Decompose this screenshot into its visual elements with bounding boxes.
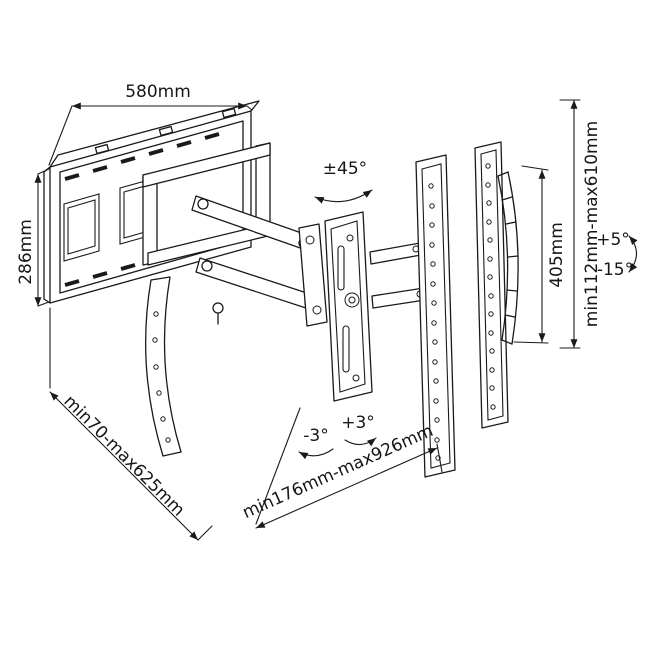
dim-label-wall-plate-width: 580mm <box>125 82 191 102</box>
angle-label-tilt-up: +5° <box>596 230 630 250</box>
flange-bolts <box>94 107 237 155</box>
angle-arrows <box>298 189 638 460</box>
dimension-lines <box>34 99 581 541</box>
dim-label-tv-bracket-height: 405mm <box>547 222 567 288</box>
angle-label-swivel: ±45° <box>322 159 368 179</box>
level-left-arrow <box>298 448 334 460</box>
tilt-arrow <box>628 235 638 273</box>
dim-label-extension-range: min112mm-max610mm <box>582 120 602 328</box>
dim-label-wall-plate-height: 286mm <box>16 219 36 285</box>
angle-label-level-left: -3° <box>303 426 329 446</box>
tv-rail-left <box>415 154 456 478</box>
tv-rail-side-profile <box>497 171 519 345</box>
angle-label-tilt-down: -15° <box>596 260 634 280</box>
angle-label-level-right: +3° <box>341 413 375 433</box>
level-right-arrow <box>344 437 377 447</box>
vesa-plate <box>324 211 426 402</box>
swivel-arrow <box>314 189 373 204</box>
articulating-arms <box>191 195 328 327</box>
tv-rail-right <box>474 141 509 429</box>
curved-bracket <box>144 276 182 457</box>
